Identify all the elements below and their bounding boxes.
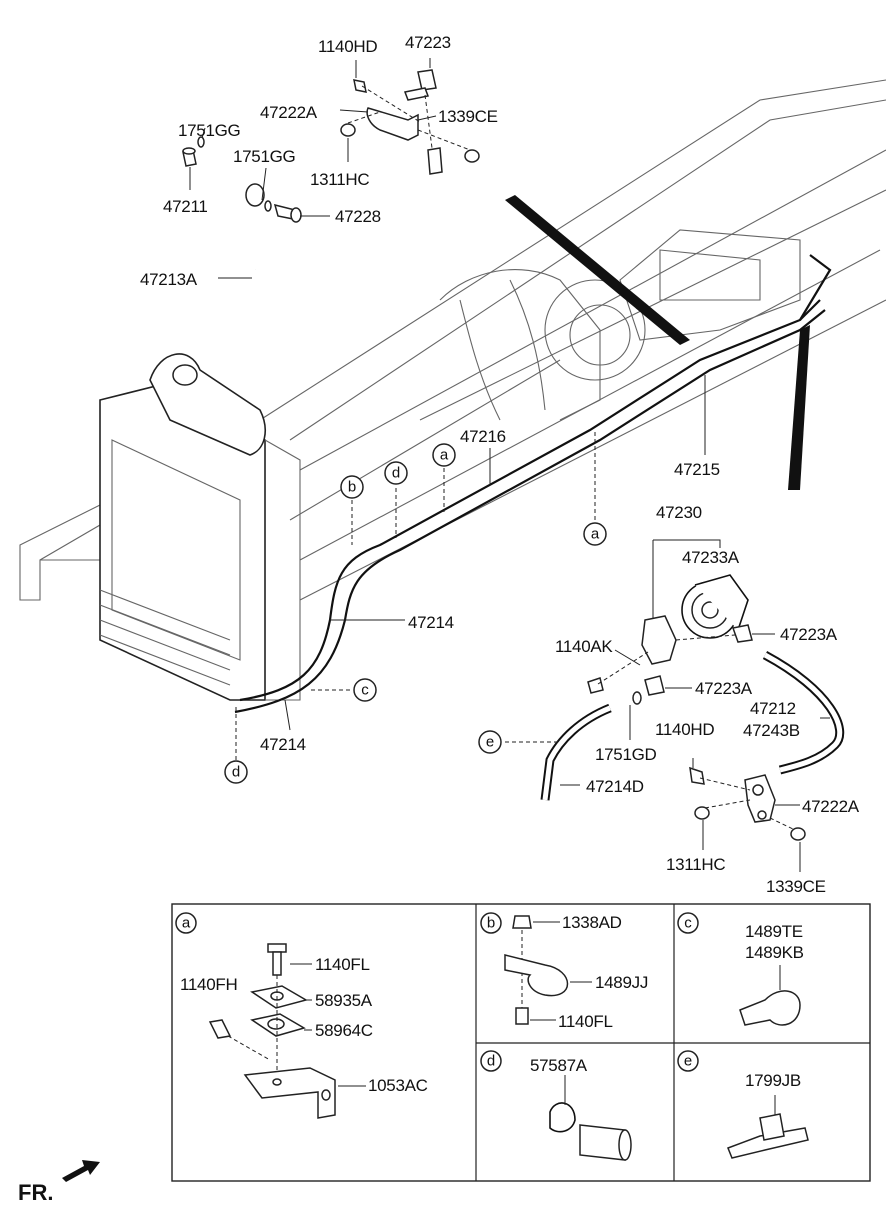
vehicle-frame-body <box>19 79 886 701</box>
callout-c-1: c <box>361 682 369 699</box>
panel-a-part-1140FL: 1140FL <box>315 955 370 974</box>
label-47243B: 47243B <box>743 721 800 740</box>
detail-panel-b: b 1338AD 1489JJ 1140FL <box>480 912 648 1031</box>
cooler-lines <box>234 254 832 714</box>
detail-panel-e: e 1799JB <box>677 1050 809 1159</box>
panel-a-part-1053AC: 1053AC <box>368 1076 428 1095</box>
label-1311HC-bottom: 1311HC <box>666 855 725 874</box>
label-47215: 47215 <box>674 460 720 479</box>
panel-c-part-1489TE: 1489TE <box>745 922 803 941</box>
label-47211: 47211 <box>163 197 208 216</box>
panel-a-part-58964C: 58964C <box>315 1021 373 1040</box>
label-47230: 47230 <box>656 503 702 522</box>
label-1339CE-bottom: 1339CE <box>766 877 826 896</box>
label-1339CE-top: 1339CE <box>438 107 498 126</box>
panel-e-letter: e <box>684 1053 692 1070</box>
label-47228: 47228 <box>335 207 381 226</box>
detail-panel-a: a 1140FL 1140FH 58935A 58964C <box>175 912 428 1119</box>
label-47216: 47216 <box>460 427 506 446</box>
callout-d-2: d <box>232 764 240 781</box>
panel-b-letter: b <box>487 915 495 932</box>
label-1140HD-top: 1140HD <box>318 37 377 56</box>
detail-panels: a 1140FL 1140FH 58935A 58964C <box>171 903 871 1182</box>
part-labels: 1140HD 47223 47222A 1339CE 1751GG 1751GG… <box>140 33 860 896</box>
panel-c-letter: c <box>684 915 692 932</box>
label-1751GG-b: 1751GG <box>233 147 295 166</box>
label-47223: 47223 <box>405 33 451 52</box>
label-47214-a: 47214 <box>408 613 454 632</box>
panel-b-part-1338AD: 1338AD <box>562 913 622 932</box>
label-47223A-lower: 47223A <box>695 679 753 698</box>
callout-circles: a d b a c d e <box>224 443 607 784</box>
label-1140HD-bottom: 1140HD <box>655 720 714 739</box>
label-1751GD: 1751GD <box>595 745 657 764</box>
callout-d-1: d <box>392 465 400 482</box>
filter-hose-assembly <box>540 574 845 841</box>
front-arrow-icon <box>62 1160 100 1182</box>
label-47222A-top: 47222A <box>260 103 318 122</box>
panel-d-part-57587A: 57587A <box>530 1056 588 1075</box>
panel-a-letter: a <box>182 915 191 932</box>
label-1140AK: 1140AK <box>555 637 613 656</box>
label-47214-b: 47214 <box>260 735 306 754</box>
panel-a-part-58935A: 58935A <box>315 991 373 1010</box>
panel-a-part-1140FH: 1140FH <box>180 975 237 994</box>
label-47214D: 47214D <box>586 777 644 796</box>
leader-lines <box>189 58 830 872</box>
detail-panel-d: d 57587A <box>480 1050 632 1161</box>
detail-panel-c: c 1489TE 1489KB <box>677 912 804 1026</box>
label-47222A-bottom: 47222A <box>802 797 860 816</box>
label-47213A: 47213A <box>140 270 198 289</box>
panel-b-part-1489JJ: 1489JJ <box>595 973 648 992</box>
callout-e-1: e <box>486 734 494 751</box>
label-47223A-right: 47223A <box>780 625 838 644</box>
label-1311HC-top: 1311HC <box>310 170 369 189</box>
panel-d-letter: d <box>487 1053 495 1070</box>
front-label: FR. <box>18 1180 53 1205</box>
callout-a-1: a <box>440 447 449 464</box>
label-47212: 47212 <box>750 699 796 718</box>
panel-c-part-1489KB: 1489KB <box>745 943 804 962</box>
label-1751GG-a: 1751GG <box>178 121 240 140</box>
panel-e-part-1799JB: 1799JB <box>745 1071 801 1090</box>
callout-arrows <box>235 430 596 760</box>
label-47233A: 47233A <box>682 548 740 567</box>
panel-b-part-1140FL: 1140FL <box>558 1012 613 1031</box>
callout-b-1: b <box>348 479 356 496</box>
callout-a-2: a <box>591 526 600 543</box>
top-hose-assembly <box>182 69 480 308</box>
front-indicator: FR. <box>18 1160 100 1205</box>
